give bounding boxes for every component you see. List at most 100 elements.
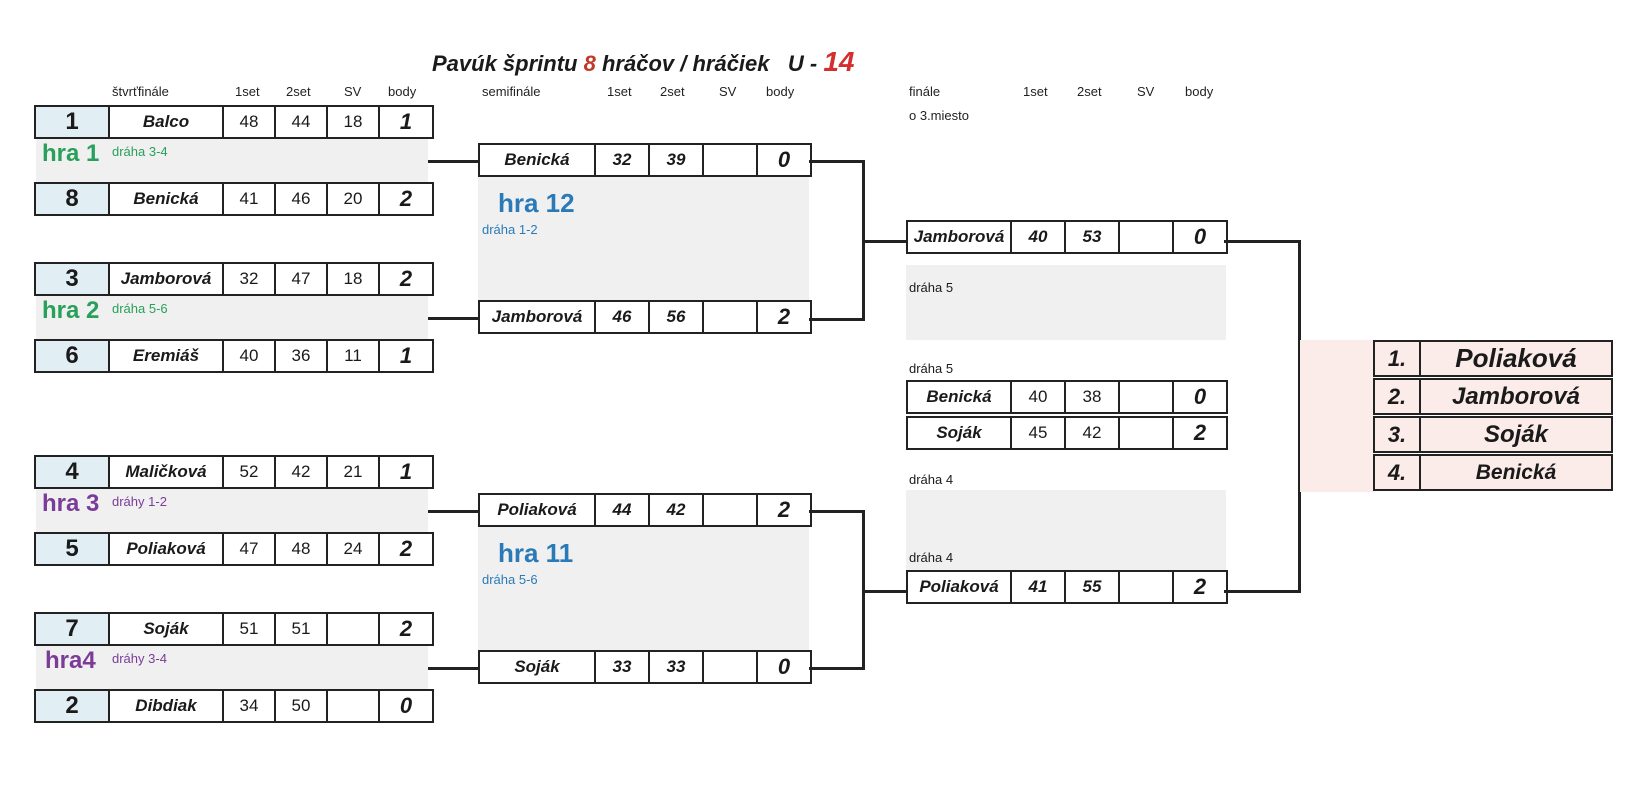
connector-line	[428, 667, 478, 670]
player-name: Soják	[908, 418, 1012, 448]
player-name: Jamborová	[480, 302, 596, 332]
set1-score: 40	[224, 341, 276, 371]
sv-score	[328, 614, 380, 644]
title-players: hráčov / hráčiek	[601, 51, 770, 76]
set1-score: 47	[224, 534, 276, 564]
third-row: Soják 45 42 2	[906, 416, 1228, 450]
set1-score: 44	[596, 495, 650, 525]
seed-number: 5	[36, 534, 110, 564]
connector-line	[1224, 240, 1301, 243]
player-name: Maličková	[110, 457, 224, 487]
points: 2	[399, 266, 413, 291]
set2-score: 51	[276, 614, 328, 644]
header-qf-1set: 1set	[235, 84, 260, 99]
points: 0	[399, 693, 413, 718]
connector-line	[862, 590, 906, 593]
header-sf-2set: 2set	[660, 84, 685, 99]
final-row: Jamborová 40 53 0	[906, 220, 1228, 254]
connector-line	[862, 240, 906, 243]
standings-band	[1300, 340, 1375, 492]
set2-score: 55	[1066, 572, 1120, 602]
sf-row: Poliaková 44 42 2	[478, 493, 812, 527]
set2-score: 33	[650, 652, 704, 682]
points: 2	[777, 304, 791, 329]
qf-match-1-band	[36, 138, 428, 182]
qf-match-4-band	[36, 645, 428, 689]
seed-number: 1	[36, 107, 110, 137]
set2-score: 44	[276, 107, 328, 137]
sv-score: 11	[328, 341, 380, 371]
sv-score: 20	[328, 184, 380, 214]
sv-score	[1120, 222, 1174, 252]
set2-score: 36	[276, 341, 328, 371]
sv-score	[328, 691, 380, 721]
qf-row: 5 Poliaková 47 48 24 2	[34, 532, 434, 566]
set1-score: 40	[1012, 382, 1066, 412]
set2-score: 56	[650, 302, 704, 332]
standing-place: 3.	[1375, 418, 1421, 451]
set1-score: 32	[596, 145, 650, 175]
player-name: Benická	[110, 184, 224, 214]
standings-row: 2. Jamborová	[1373, 378, 1613, 415]
final-top-band	[906, 265, 1226, 340]
set1-score: 33	[596, 652, 650, 682]
set2-score: 50	[276, 691, 328, 721]
connector-line	[809, 510, 864, 513]
sv-score: 18	[328, 107, 380, 137]
set1-score: 48	[224, 107, 276, 137]
header-qf-body: body	[388, 84, 417, 99]
points: 2	[1193, 574, 1207, 599]
sv-score	[1120, 418, 1174, 448]
set1-score: 46	[596, 302, 650, 332]
points: 1	[399, 343, 413, 368]
sf-row: Benická 32 39 0	[478, 143, 812, 177]
qf-row: 8 Benická 41 46 20 2	[34, 182, 434, 216]
set2-score: 46	[276, 184, 328, 214]
set2-score: 48	[276, 534, 328, 564]
header-qf-2set: 2set	[286, 84, 311, 99]
sv-score: 21	[328, 457, 380, 487]
sv-score: 24	[328, 534, 380, 564]
connector-line	[1298, 240, 1301, 593]
header-final: finále	[909, 84, 941, 99]
set1-score: 41	[224, 184, 276, 214]
qf-match-2-band	[36, 295, 428, 339]
header-sf: semifinále	[482, 84, 541, 99]
points: 1	[399, 459, 413, 484]
connector-line	[809, 318, 864, 321]
title-text: Pavúk šprintu	[432, 51, 578, 76]
standing-place: 2.	[1375, 380, 1421, 413]
connector-line	[428, 160, 478, 163]
sv-score: 18	[328, 264, 380, 294]
qf-lane-label: dráhy 3-4	[112, 651, 167, 666]
connector-line	[428, 317, 478, 320]
qf-row: 2 Dibdiak 34 50 0	[34, 689, 434, 723]
connector-line	[1224, 590, 1301, 593]
seed-number: 8	[36, 184, 110, 214]
sv-score	[704, 652, 758, 682]
sv-score	[1120, 382, 1174, 412]
set1-score: 52	[224, 457, 276, 487]
set1-score: 34	[224, 691, 276, 721]
set2-score: 47	[276, 264, 328, 294]
third-lane-label: dráha 5	[909, 361, 954, 376]
player-name: Soják	[110, 614, 224, 644]
sf-row: Jamborová 46 56 2	[478, 300, 812, 334]
third-row: Benická 40 38 0	[906, 380, 1228, 414]
standing-name: Poliaková	[1455, 343, 1577, 373]
seed-number: 3	[36, 264, 110, 294]
final-lane-label: dráha 5	[909, 280, 954, 295]
connector-line	[809, 667, 864, 670]
qf-row: 7 Soják 51 51 2	[34, 612, 434, 646]
final-lane-label: dráha 4	[909, 472, 954, 487]
points: 2	[399, 616, 413, 641]
header-sf-1set: 1set	[607, 84, 632, 99]
qf-lane-label: dráha 3-4	[112, 144, 168, 159]
player-name: Poliaková	[480, 495, 596, 525]
points: 2	[777, 497, 791, 522]
header-sf-body: body	[766, 84, 795, 99]
qf-game-label: hra 1	[42, 140, 100, 167]
sv-score	[704, 495, 758, 525]
points: 0	[1193, 384, 1207, 409]
set2-score: 42	[650, 495, 704, 525]
